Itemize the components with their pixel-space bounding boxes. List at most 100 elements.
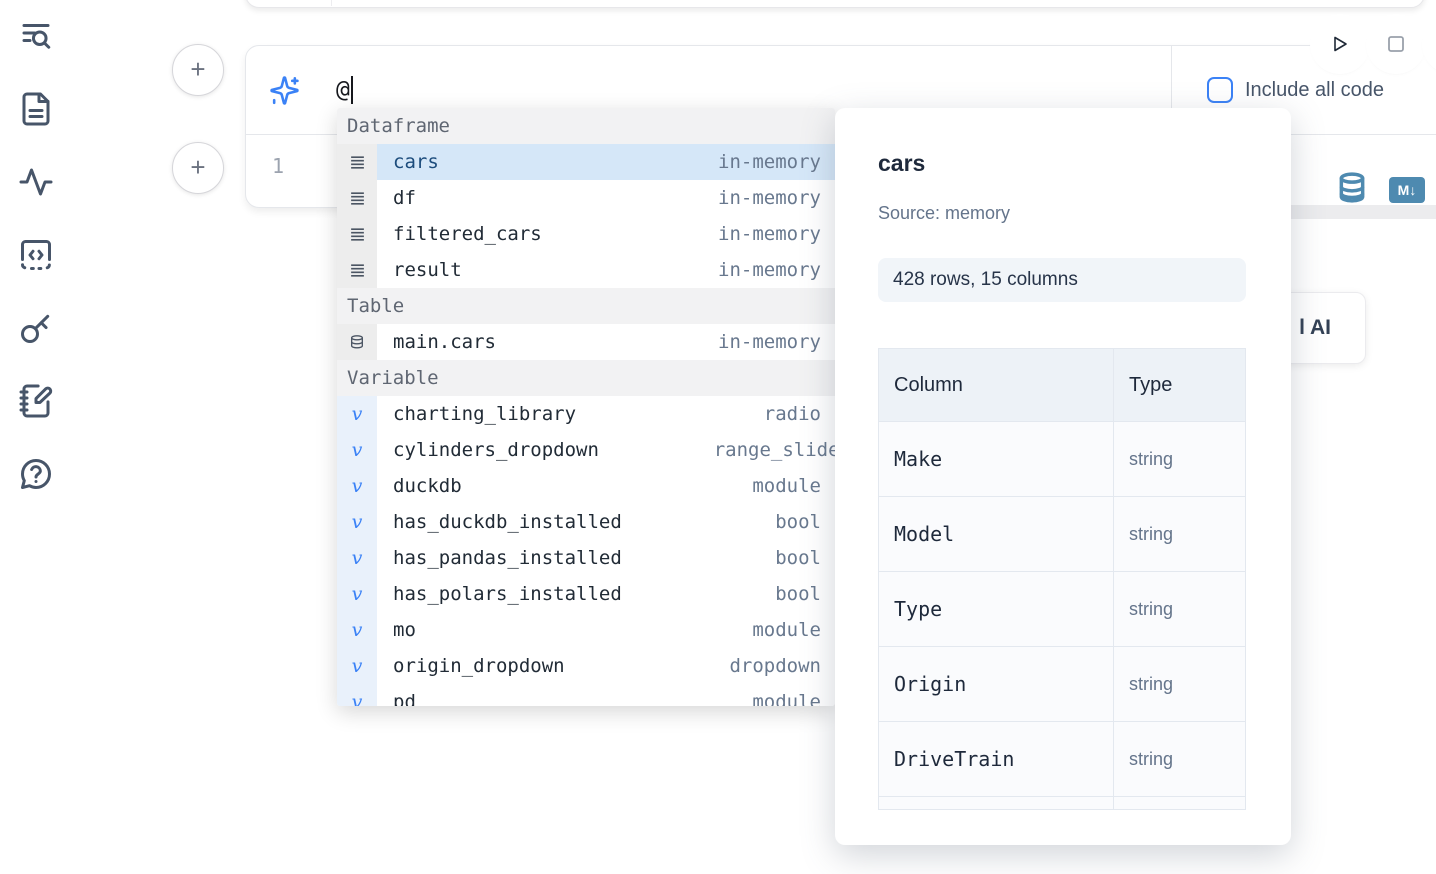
completion-name: df xyxy=(393,187,416,209)
completion-name: has_duckdb_installed xyxy=(393,511,622,533)
completion-body: duckdb module xyxy=(377,468,835,504)
autocomplete-item-df[interactable]: df in-memory xyxy=(337,180,835,216)
popup-source: Source: memory xyxy=(878,203,1011,223)
help-chat-icon[interactable] xyxy=(14,452,58,496)
dataframe-icon-gutter xyxy=(337,144,377,180)
dataframe-icon-gutter xyxy=(337,252,377,288)
completion-type: dropdown xyxy=(729,655,821,677)
completion-name: pd xyxy=(393,691,416,706)
variable-icon: v xyxy=(351,547,363,569)
variable-icon-gutter: v xyxy=(337,432,377,468)
add-cell-button-bottom[interactable]: + xyxy=(172,142,224,194)
file-document-icon[interactable] xyxy=(14,87,58,131)
database-output-icon[interactable] xyxy=(1336,171,1368,204)
completion-name: has_pandas_installed xyxy=(393,547,622,569)
dataframe-icon xyxy=(350,191,364,205)
table-icon-gutter xyxy=(337,324,377,360)
completion-type: bool xyxy=(775,511,821,533)
variable-icon: v xyxy=(351,583,363,605)
autocomplete-item-has_pandas_installed[interactable]: v has_pandas_installed bool xyxy=(337,540,835,576)
variable-icon-gutter: v xyxy=(337,396,377,432)
add-cell-button-top[interactable]: + xyxy=(172,44,224,96)
stop-button[interactable] xyxy=(1371,19,1421,69)
completion-body: has_polars_installed bool xyxy=(377,576,835,612)
autocomplete-section-header: Dataframe xyxy=(337,108,835,144)
autocomplete-section-header: Table xyxy=(337,288,835,324)
column-name: Model xyxy=(894,522,955,546)
variable-icon: v xyxy=(351,511,363,533)
extra-toolbar-button[interactable] xyxy=(1427,19,1436,69)
column-type: string xyxy=(1113,422,1245,496)
ai-prompt-input[interactable]: @ xyxy=(336,72,353,108)
activity-icon[interactable] xyxy=(14,160,58,204)
schema-row xyxy=(879,796,1245,809)
variable-icon-gutter: v xyxy=(337,504,377,540)
completion-type: bool xyxy=(775,583,821,605)
ai-prompt-row[interactable]: @ Include all code xyxy=(246,46,1436,134)
shape-badge: 428 rows, 15 columns xyxy=(878,258,1246,302)
autocomplete-item-duckdb[interactable]: v duckdb module xyxy=(337,468,835,504)
variable-icon: v xyxy=(351,475,363,497)
completion-name: duckdb xyxy=(393,475,462,497)
completion-type: in-memory xyxy=(718,259,821,281)
variable-icon-gutter: v xyxy=(337,576,377,612)
completion-body: cylinders_dropdown range_slider xyxy=(377,432,835,468)
column-name: Type xyxy=(894,597,943,621)
completion-name: main.cars xyxy=(393,331,496,353)
dataframe-icon xyxy=(350,155,364,169)
text-search-icon[interactable] xyxy=(14,14,58,58)
completion-type: range_slider xyxy=(713,439,835,461)
autocomplete-item-has_duckdb_installed[interactable]: v has_duckdb_installed bool xyxy=(337,504,835,540)
completion-type: module xyxy=(752,619,821,641)
autocomplete-section-header: Variable xyxy=(337,360,835,396)
completion-body: has_pandas_installed bool xyxy=(377,540,835,576)
completion-name: charting_library xyxy=(393,403,577,425)
autocomplete-item-has_polars_installed[interactable]: v has_polars_installed bool xyxy=(337,576,835,612)
column-type: string xyxy=(1113,572,1245,646)
variable-icon: v xyxy=(351,619,363,641)
completion-type: module xyxy=(752,475,821,497)
completion-name: filtered_cars xyxy=(393,223,542,245)
run-cell-button[interactable] xyxy=(1315,19,1365,69)
completion-name: cylinders_dropdown xyxy=(393,439,599,461)
completion-type: in-memory xyxy=(718,223,821,245)
completion-type: in-memory xyxy=(718,187,821,209)
key-icon[interactable] xyxy=(14,306,58,350)
include-all-code-checkbox[interactable] xyxy=(1207,77,1233,103)
variable-icon-gutter: v xyxy=(337,684,377,706)
column-name: Origin xyxy=(894,672,967,696)
dataframe-icon-gutter xyxy=(337,180,377,216)
schema-row: Type string xyxy=(879,571,1245,646)
variable-icon-gutter: v xyxy=(337,648,377,684)
autocomplete-item-cylinders_dropdown[interactable]: v cylinders_dropdown range_slider xyxy=(337,432,835,468)
completion-name: has_polars_installed xyxy=(393,583,622,605)
completion-type: bool xyxy=(775,547,821,569)
column-header: Column xyxy=(894,373,963,396)
cell-gutter-divider xyxy=(331,0,332,6)
markdown-export-icon[interactable]: M↓ xyxy=(1389,177,1425,203)
autocomplete-item-filtered_cars[interactable]: filtered_cars in-memory xyxy=(337,216,835,252)
table-database-icon xyxy=(351,334,363,349)
completion-body: has_duckdb_installed bool xyxy=(377,504,835,540)
notebook-pen-icon[interactable] xyxy=(14,379,58,423)
code-snippet-icon[interactable] xyxy=(14,233,58,277)
completion-name: cars xyxy=(393,151,439,173)
ai-card-label: l AI xyxy=(1299,316,1331,339)
variable-icon: v xyxy=(351,691,363,706)
